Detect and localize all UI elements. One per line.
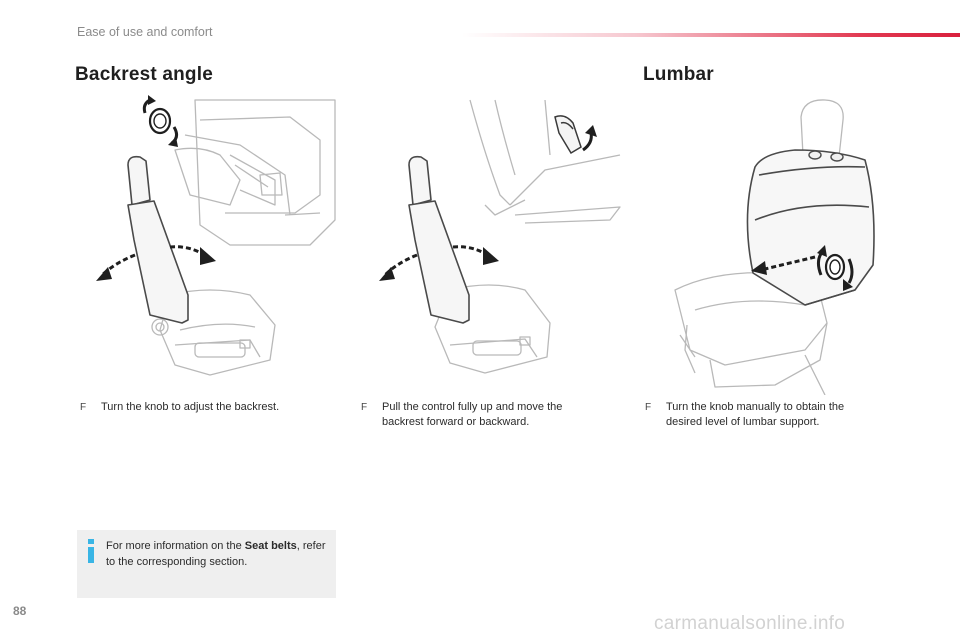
instruction-lumbar-knob: F Turn the knob manually to obtain the d… [645, 400, 875, 430]
knob-arrow-down-icon [168, 137, 178, 147]
seat-belts-reference: Seat belts [244, 540, 297, 552]
watermark: carmanualsonline.info [654, 613, 846, 634]
backrest-knob-illustration [96, 95, 336, 376]
heading-backrest-angle: Backrest angle [75, 64, 213, 85]
lever-pull-up-arrow-icon [582, 132, 593, 152]
tilt-arrow-back-icon [96, 267, 112, 281]
section-title: Ease of use and comfort [77, 25, 213, 39]
seat-backrest-outline-2 [408, 155, 470, 324]
lumbar-knob-illustration [674, 99, 875, 395]
backrest-lever-illustration [379, 99, 621, 374]
bullet-marker-icon: F [645, 402, 652, 413]
lever-arrow-head-icon [585, 125, 597, 137]
knob-arrow-up-icon [148, 95, 156, 105]
bullet-marker-icon: F [80, 402, 87, 413]
instruction-text: Pull the control fully up and move the b… [382, 401, 563, 428]
release-lever [554, 115, 582, 155]
info-text: For more information on the Seat belts, … [106, 540, 326, 568]
seat-backrest-shell [746, 149, 875, 306]
instruction-text: Turn the knob manually to obtain the des… [666, 401, 845, 428]
tilt-arrow-forward-icon-2 [483, 247, 499, 265]
seat-backrest-outline [127, 155, 189, 324]
instruction-text: Turn the knob to adjust the backrest. [101, 401, 280, 413]
tilt-arrow-forward-icon [200, 247, 216, 265]
tilt-arrow-back-icon-2 [379, 267, 395, 281]
lumbar-knob-arrow-down-icon [843, 279, 853, 291]
page-number: 88 [13, 604, 27, 618]
heading-lumbar: Lumbar [643, 64, 714, 85]
instruction-backrest-knob: F Turn the knob to adjust the backrest. [80, 400, 330, 415]
section-title-rule [462, 33, 960, 37]
bullet-marker-icon: F [361, 402, 368, 413]
lumbar-knob-arrow-up-icon [817, 245, 827, 257]
lumbar-push-arrow-icon [764, 255, 816, 271]
info-box: For more information on the Seat belts, … [77, 530, 336, 598]
instruction-backrest-lever: F Pull the control fully up and move the… [361, 400, 596, 430]
info-icon [87, 539, 95, 563]
lumbar-push-arrow-head-icon [751, 261, 767, 275]
knob-rotate-icon [142, 97, 179, 145]
